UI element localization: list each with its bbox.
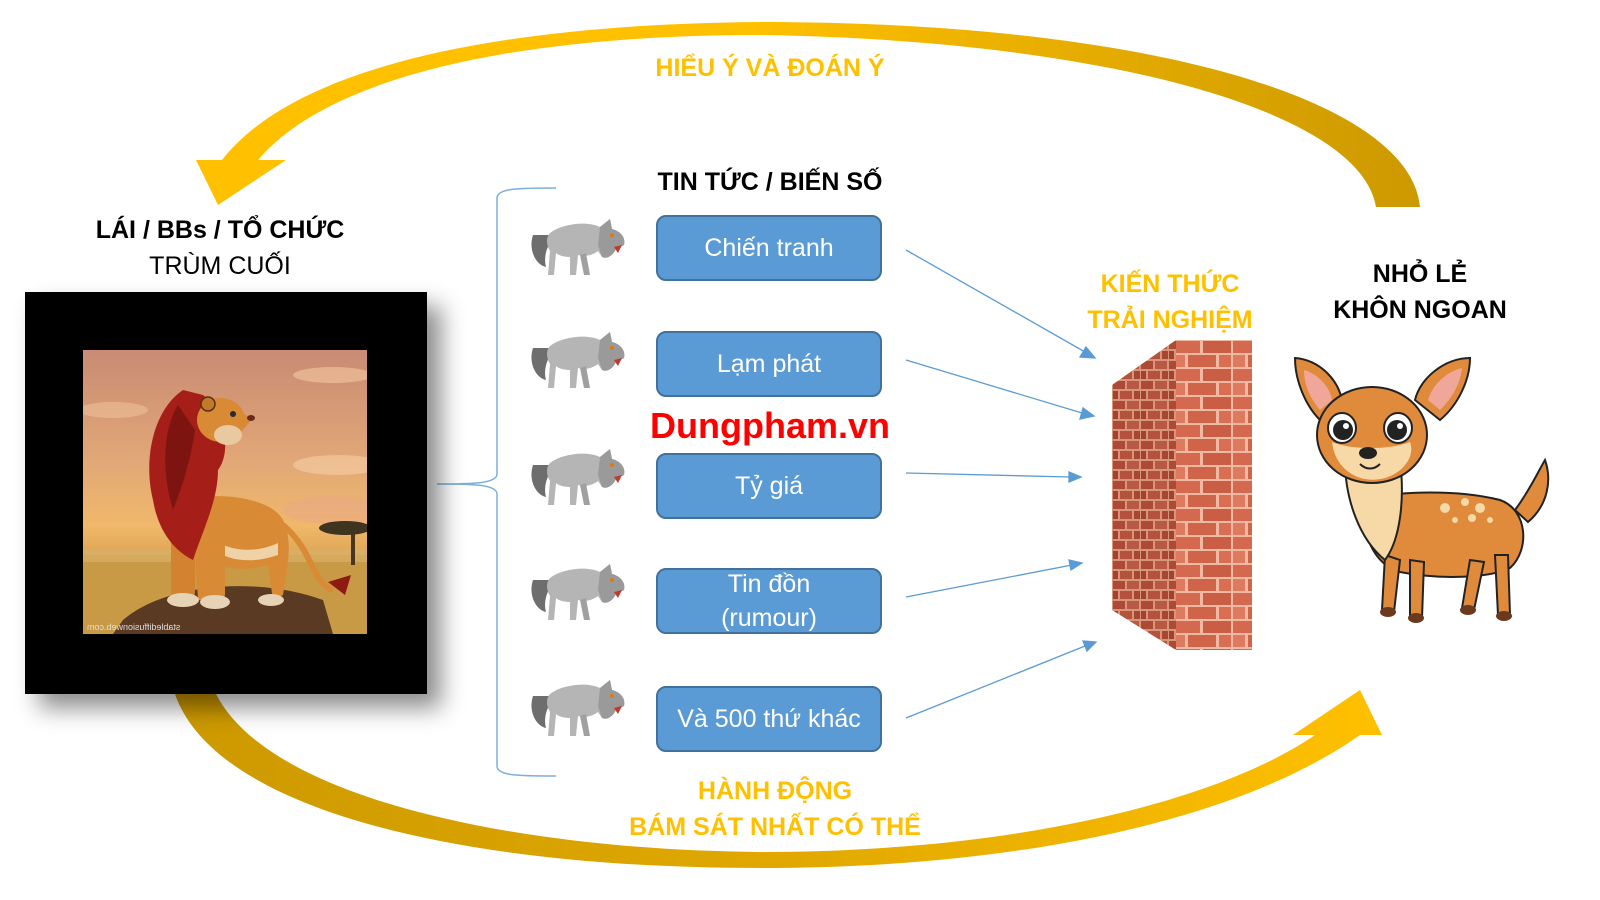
bottom-arrow-label: HÀNH ĐỘNG BÁM SÁT NHẤT CÓ THỂ (610, 773, 940, 845)
wolf-icon (528, 318, 628, 393)
connector-arrow-2 (905, 359, 1083, 414)
right-actor-title-line2: KHÔN NGOAN (1333, 296, 1507, 324)
news-item-label-line1: Tin đồn (727, 570, 811, 598)
wolf-icon (528, 435, 628, 510)
brand-watermark: Dungpham.vn (650, 405, 890, 446)
news-item-rumour: Tin đồn (rumour) (656, 568, 882, 634)
bottom-arrow-label-line2: BÁM SÁT NHẤT CÓ THỂ (629, 813, 921, 841)
news-item-inflation: Lạm phát (656, 331, 882, 397)
wall-label-line1: KIẾN THỨC (1100, 270, 1240, 298)
news-item-label: Tỷ giá (734, 472, 804, 500)
wall-label-line2: TRẢI NGHIỆM (1087, 306, 1253, 334)
left-actor-header: LÁI / BBs / TỔ CHỨC TRÙM CUỐI (60, 212, 380, 284)
right-actor-header: NHỎ LẺ KHÔN NGOAN (1300, 256, 1540, 328)
news-item-label: Và 500 thứ khác (677, 705, 861, 733)
news-item-exchange-rate: Tỷ giá (656, 453, 882, 519)
wolf-icon (528, 550, 628, 625)
right-actor-title-line1: NHỎ LẺ (1372, 260, 1468, 288)
connector-arrow-1 (905, 249, 1086, 353)
left-actor-title: LÁI / BBs / TỔ CHỨC (95, 216, 345, 244)
lion-image-frame: stablediffusionweb.com (25, 292, 427, 694)
news-item-label: Chiến tranh (704, 234, 834, 262)
news-item-label-line2: (rumour) (721, 604, 817, 632)
news-item-war: Chiến tranh (656, 215, 882, 281)
lion-icon: stablediffusionweb.com (83, 350, 367, 634)
bottom-cycle-arrow (175, 690, 1382, 868)
top-arrow-label: HIỂU Ý VÀ ĐOÁN Ý (655, 54, 885, 82)
brace-connector (436, 187, 557, 777)
lion-image-watermark: stablediffusionweb.com (87, 622, 181, 632)
bottom-arrow-label-line1: HÀNH ĐỘNG (697, 777, 853, 805)
wolf-icon (528, 666, 628, 741)
connector-arrow-3 (905, 472, 1071, 478)
deer-icon (1290, 350, 1550, 640)
news-item-label: Lạm phát (716, 350, 822, 378)
wall-label: KIẾN THỨC TRẢI NGHIỆM (1060, 266, 1280, 338)
top-cycle-arrow (196, 22, 1420, 207)
connector-arrow-4 (905, 564, 1073, 598)
wolf-icon (528, 205, 628, 280)
brick-wall-icon (1112, 340, 1252, 650)
connector-arrow-5 (905, 645, 1086, 719)
news-heading: TIN TỨC / BIẾN SỐ (657, 168, 883, 196)
news-item-others: Và 500 thứ khác (656, 686, 882, 752)
left-actor-subtitle: TRÙM CUỐI (149, 252, 291, 280)
